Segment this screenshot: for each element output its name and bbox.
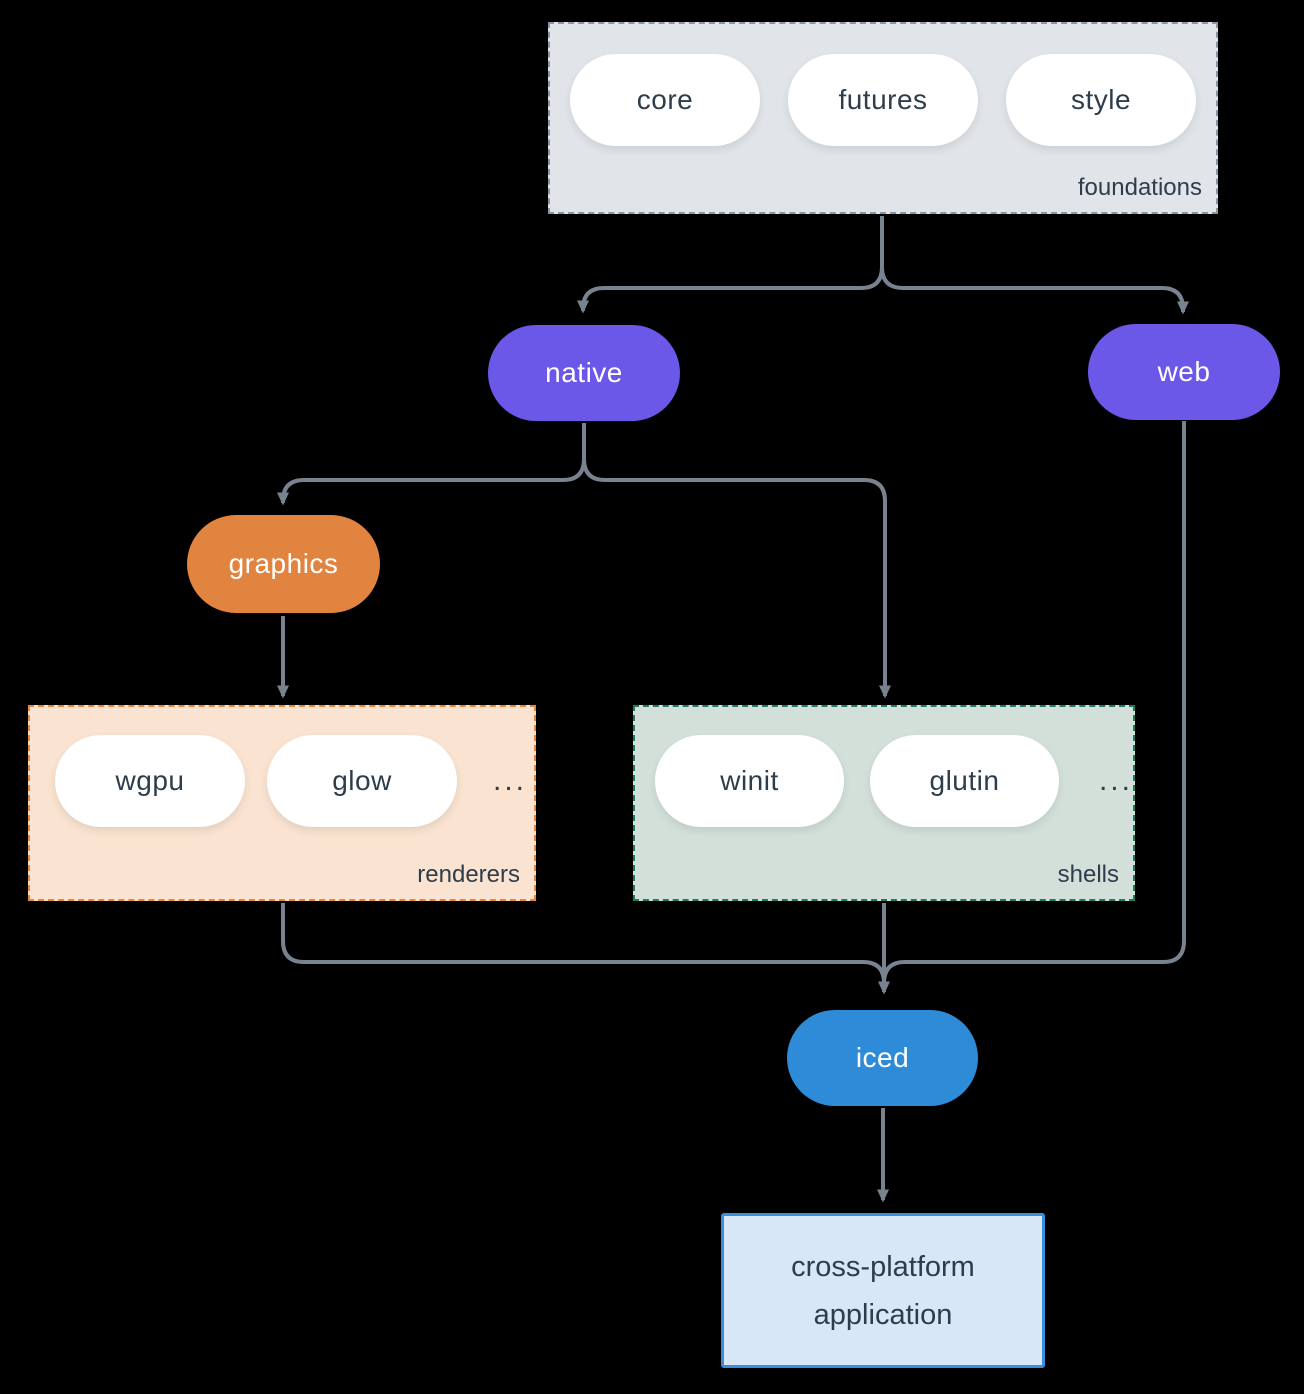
node-futures: futures <box>788 54 978 146</box>
edge-foundations-native <box>577 216 884 314</box>
shells-ellipsis: ... <box>1098 764 1133 797</box>
node-graphics: graphics <box>187 515 380 613</box>
node-wgpu: wgpu <box>55 735 245 827</box>
foundations-pill-row: core futures style <box>550 24 1216 146</box>
renderers-ellipsis: ... <box>493 764 528 797</box>
shells-label: shells <box>1057 861 1119 888</box>
node-glow: glow <box>267 735 457 827</box>
node-native: native <box>488 325 680 421</box>
renderers-pill-row: wgpu glow ... <box>30 707 534 827</box>
shells-pill-row: winit glutin ... <box>635 707 1133 827</box>
shells-group: winit glutin ... shells <box>633 705 1135 901</box>
foundations-label: foundations <box>1077 174 1202 201</box>
node-core: core <box>570 54 760 146</box>
edge-native-graphics <box>277 423 586 506</box>
cross-platform-application-box: cross-platform application <box>721 1213 1045 1368</box>
edge-native-shells <box>582 423 891 699</box>
edge-foundations-web <box>880 216 1189 315</box>
renderers-group: wgpu glow ... renderers <box>28 705 536 901</box>
renderers-label: renderers <box>417 861 520 888</box>
foundations-group: core futures style foundations <box>548 22 1218 214</box>
node-winit: winit <box>655 735 844 827</box>
node-style: style <box>1006 54 1196 146</box>
application-label-line1: cross-platform <box>791 1250 975 1283</box>
node-glutin: glutin <box>869 735 1059 827</box>
application-label-line2: application <box>813 1298 953 1331</box>
node-web: web <box>1088 324 1280 420</box>
edge-renderers-iced <box>281 903 886 984</box>
node-iced: iced <box>787 1010 978 1106</box>
